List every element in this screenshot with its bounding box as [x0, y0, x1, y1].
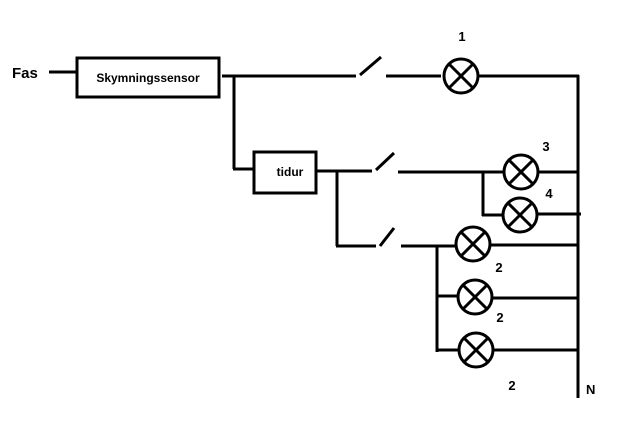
- timer-label: tidur: [277, 165, 304, 179]
- lamp-2c: [457, 331, 495, 369]
- switch-1: [359, 55, 382, 77]
- lamp-2a: [454, 225, 492, 263]
- lamp-3-label: 3: [542, 139, 549, 154]
- dusk-sensor-box: Skymningssensor: [75, 56, 221, 99]
- dusk-sensor-label: Skymningssensor: [96, 71, 200, 85]
- lamp-1-label: 1: [458, 29, 465, 44]
- switch-3: [378, 227, 396, 247]
- lamp-4: [501, 196, 539, 234]
- lamp-2b: [456, 278, 494, 316]
- lamp-2a-label: 2: [495, 260, 502, 275]
- switch-2: [374, 151, 396, 172]
- neutral-label: N: [586, 382, 595, 397]
- phase-label: Fas: [12, 65, 38, 82]
- lamp-4-label: 4: [545, 186, 553, 201]
- lamp-1: [442, 57, 480, 95]
- lamp-2b-label: 2: [496, 310, 503, 325]
- lamp-2c-label: 2: [508, 378, 515, 393]
- lamp-3: [502, 153, 540, 191]
- timer-box: tidur: [252, 150, 318, 195]
